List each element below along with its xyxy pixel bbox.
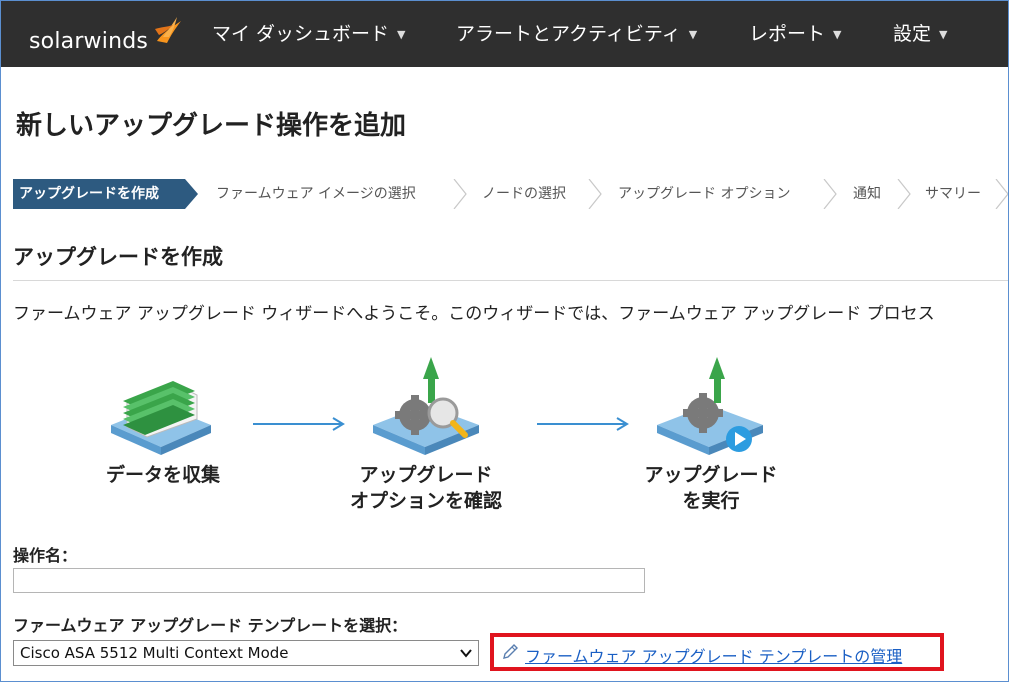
nav-settings-label: 設定 xyxy=(893,23,932,45)
pencil-icon xyxy=(503,644,518,659)
nav-alerts-activity-label: アラートとアクティビティ xyxy=(456,23,681,45)
manage-templates-link-highlight: ファームウェア アップグレード テンプレートの管理 xyxy=(490,633,944,671)
collect-data-illustration xyxy=(111,381,211,455)
stage-collect-data-label: データを収集 xyxy=(101,462,225,488)
step-upgrade-options[interactable]: アップグレード オプション xyxy=(618,186,791,202)
page-title: 新しいアップグレード操作を追加 xyxy=(16,111,407,141)
stage-review-options-label: アップグレード オプションを確認 xyxy=(350,462,502,514)
review-options-illustration xyxy=(373,357,479,455)
step-separator-icon xyxy=(995,179,1008,209)
step-separator-icon xyxy=(588,179,602,209)
step-notifications[interactable]: 通知 xyxy=(853,186,881,202)
nav-reports[interactable]: レポート ▼ xyxy=(749,1,841,67)
template-select[interactable]: Cisco ASA 5512 Multi Context Mode xyxy=(13,640,479,666)
operation-name-label: 操作名： xyxy=(13,546,78,565)
stage-run-upgrade-line1: アップグレード xyxy=(644,464,778,486)
step-create-upgrade[interactable]: アップグレードを作成 xyxy=(13,179,198,209)
nav-my-dashboard-label: マイ ダッシュボード xyxy=(212,23,390,45)
chevron-down-icon: ▼ xyxy=(688,28,698,41)
operation-name-input[interactable] xyxy=(13,568,645,593)
template-select-label: ファームウェア アップグレード テンプレートを選択： xyxy=(13,616,408,635)
nav-settings[interactable]: 設定 ▼ xyxy=(893,1,947,67)
chevron-down-icon: ▼ xyxy=(939,28,948,41)
intro-text: ファームウェア アップグレード ウィザードへようこそ。このウィザードでは、ファー… xyxy=(13,304,935,324)
logo-text: solarwinds xyxy=(29,29,149,54)
step-summary[interactable]: サマリー xyxy=(925,186,981,202)
step-separator-icon xyxy=(823,179,837,209)
logo-flame-icon xyxy=(155,17,181,43)
nav-alerts-activity[interactable]: アラートとアクティビティ ▼ xyxy=(456,1,697,67)
arrow-right-icon xyxy=(253,417,345,431)
arrow-right-icon xyxy=(537,417,629,431)
chevron-down-icon: ▼ xyxy=(397,28,406,41)
step-separator-icon xyxy=(897,179,911,209)
step-select-nodes[interactable]: ノードの選択 xyxy=(482,186,566,202)
stage-review-options-line2: オプションを確認 xyxy=(350,490,503,512)
stage-run-upgrade-line2: を実行 xyxy=(682,490,740,512)
stage-collect-data-line1: データを収集 xyxy=(105,464,220,486)
section-title: アップグレードを作成 xyxy=(13,245,223,269)
chevron-down-icon: ▼ xyxy=(833,28,842,41)
chevron-down-icon xyxy=(460,649,472,658)
step-select-firmware-image[interactable]: ファームウェア イメージの選択 xyxy=(216,186,416,202)
nav-my-dashboard[interactable]: マイ ダッシュボード ▼ xyxy=(212,1,406,67)
run-upgrade-illustration xyxy=(657,357,763,455)
stage-run-upgrade-label: アップグレード を実行 xyxy=(641,462,781,514)
template-select-value: Cisco ASA 5512 Multi Context Mode xyxy=(20,644,289,662)
nav-reports-label: レポート xyxy=(749,23,826,45)
stage-review-options-line1: アップグレード xyxy=(359,464,493,486)
wizard-steps: アップグレードを作成 ファームウェア イメージの選択 ノードの選択 アップグレー… xyxy=(13,179,1008,209)
manage-templates-link[interactable]: ファームウェア アップグレード テンプレートの管理 xyxy=(525,647,903,666)
step-separator-icon xyxy=(453,179,467,209)
section-divider xyxy=(13,280,1008,281)
top-navigation-bar: solarwinds マイ ダッシュボード ▼ アラートとアクティビティ ▼ レポー… xyxy=(1,1,1008,67)
